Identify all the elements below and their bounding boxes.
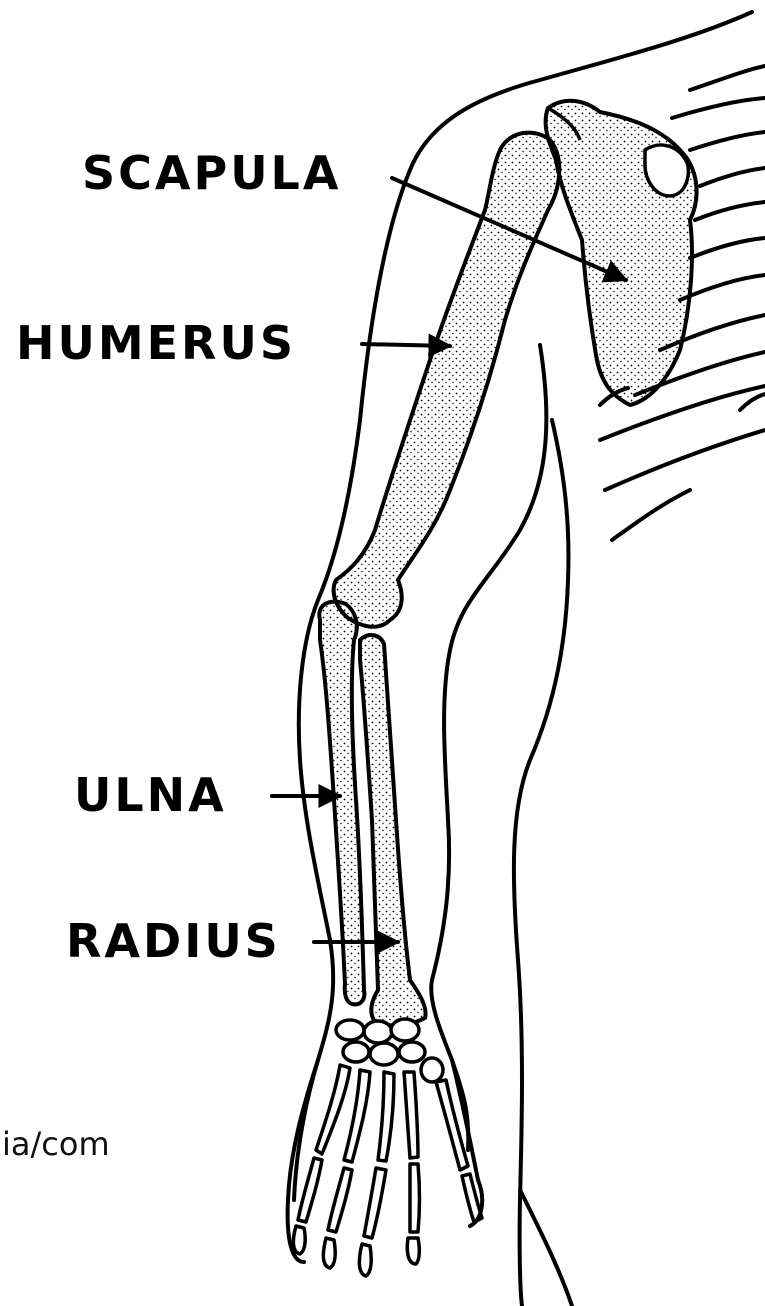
radius-bone xyxy=(360,635,426,1025)
radius-label: RADIUS xyxy=(66,918,281,964)
ulna-label: ULNA xyxy=(74,772,227,818)
image-credit: ia/com xyxy=(2,1128,110,1160)
scapula-label: SCAPULA xyxy=(82,150,341,196)
humerus-bone xyxy=(334,133,560,627)
humerus-label: HUMERUS xyxy=(16,320,296,366)
humerus-arrow xyxy=(362,344,450,346)
hand-bones xyxy=(293,1065,482,1276)
